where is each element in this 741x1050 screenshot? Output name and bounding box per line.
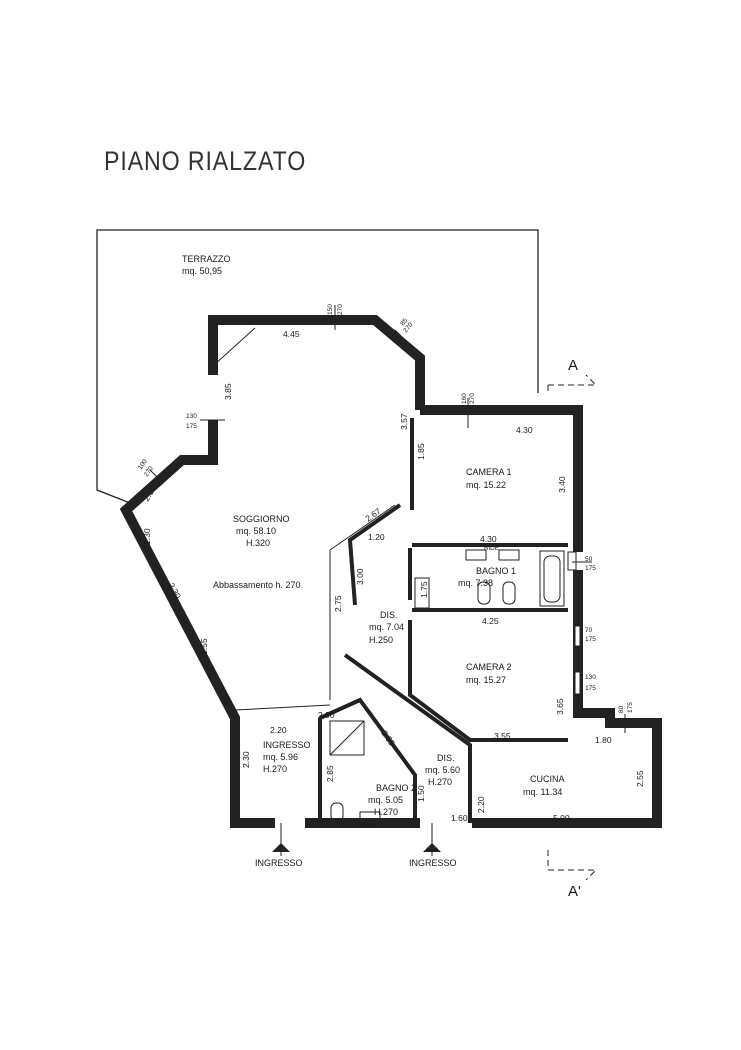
section-label-top: A — [568, 357, 578, 374]
room-bagno2-height: H.270 — [374, 807, 398, 817]
room-bagno1-area: mq. 7.38 — [458, 578, 493, 588]
room-cucina-area: mq. 11.34 — [523, 787, 562, 797]
dim-label: 3.55 — [494, 731, 511, 741]
svg-text:150: 150 — [327, 304, 334, 315]
svg-text:80: 80 — [618, 705, 625, 713]
svg-text:85: 85 — [399, 317, 409, 327]
room-soggiorno-name: SOGGIORNO — [233, 514, 290, 524]
svg-text:270: 270 — [469, 393, 476, 404]
dim-label: 4.30 — [516, 425, 533, 435]
bidet-icon — [477, 581, 491, 605]
exterior-walls — [119, 315, 662, 828]
dim-label: 4.30 — [480, 534, 497, 544]
dim-label: 1.75 — [419, 581, 429, 598]
dim-label: 1.20 — [368, 532, 385, 542]
svg-text:160: 160 — [461, 393, 468, 404]
room-ingresso-area: mq. 5.96 — [263, 752, 298, 762]
room-bagno2-area: mq. 5.05 — [368, 795, 403, 805]
dim-label: 1.80 — [595, 735, 612, 745]
sink-2-icon — [359, 811, 381, 821]
interior-walls — [318, 418, 568, 823]
room-bagno2-name: BAGNO 2 — [376, 783, 416, 793]
dim-label: 2.90 — [318, 710, 335, 720]
dim-label: 2.20 — [270, 725, 287, 735]
svg-text:175: 175 — [585, 565, 596, 572]
svg-text:50: 50 — [585, 556, 593, 563]
room-bagno1-name: BAGNO 1 — [476, 566, 516, 576]
section-line — [547, 374, 598, 881]
room-dis2-name: DIS. — [437, 753, 455, 763]
svg-text:130: 130 — [585, 674, 596, 681]
room-soggiorno-area: mq. 58.10 — [236, 526, 276, 536]
dim-label: 1.60 — [451, 813, 468, 823]
room-ingresso-height: H.270 — [263, 764, 287, 774]
room-terrazzo-area: mq. 50,95 — [182, 266, 222, 276]
toilet-icon — [502, 581, 516, 605]
dim-label: 2.75 — [333, 595, 343, 612]
bidet-label: BIDE' — [484, 545, 500, 552]
entrance-left-label: INGRESSO — [255, 858, 303, 868]
room-terrazzo-name: TERRAZZO — [182, 254, 231, 264]
opening-codes: 150 270 85 270 130 175 100 270 160 270 5… — [137, 304, 634, 733]
dim-label: 3.00 — [355, 568, 365, 585]
svg-text:175: 175 — [585, 636, 596, 643]
svg-text:175: 175 — [585, 685, 596, 692]
dim-label: 1.30 — [142, 528, 152, 545]
dim-label: 4.25 — [482, 616, 499, 626]
svg-text:130: 130 — [186, 413, 197, 420]
shower-icon — [414, 577, 430, 609]
room-camera1-name: CAMERA 1 — [466, 467, 512, 477]
dim-label: 3.57 — [399, 413, 409, 430]
section-label-bottom: A' — [568, 883, 581, 900]
room-dis1-name: DIS. — [380, 610, 398, 620]
room-ingresso-name: INGRESSO — [263, 740, 311, 750]
shower-tray-icon — [329, 720, 365, 756]
toilet-2-icon — [330, 802, 344, 822]
fixtures — [329, 549, 565, 822]
room-cucina-name: CUCINA — [530, 774, 565, 784]
bathtub-icon — [539, 550, 565, 607]
dim-label: 1.85 — [416, 443, 426, 460]
dim-label: 5.00 — [553, 813, 570, 823]
svg-text:70: 70 — [585, 627, 593, 634]
ceiling-drop-label: Abbassamento h. 270 — [213, 580, 301, 590]
terrace-outline — [96, 229, 539, 504]
room-dis2-height: H.270 — [428, 777, 452, 787]
bidet-label-2: BIDE' — [361, 822, 377, 829]
entrance-right-label: INGRESSO — [409, 858, 457, 868]
room-dis1-area: mq. 7.04 — [369, 622, 404, 632]
dim-label: 4.45 — [283, 329, 300, 339]
entrance-arrow-right-icon — [423, 823, 441, 856]
svg-text:175: 175 — [186, 423, 197, 430]
room-camera1-area: mq. 15.22 — [466, 480, 506, 490]
dim-label: 2.20 — [476, 796, 486, 813]
room-camera2-name: CAMERA 2 — [466, 662, 512, 672]
dim-label: 1.55 — [199, 638, 209, 655]
sink-icon — [465, 549, 487, 561]
dim-label: 3.65 — [555, 698, 565, 715]
page-title: PIANO RIALZATO — [104, 146, 307, 176]
dim-label: 2.85 — [325, 765, 335, 782]
svg-text:270: 270 — [337, 304, 344, 315]
window-bagno1 — [567, 551, 577, 571]
room-camera2-area: mq. 15.27 — [466, 675, 506, 685]
dim-label: 2.55 — [635, 770, 645, 787]
dim-label: 3.85 — [223, 383, 233, 400]
dim-label: 3.40 — [557, 476, 567, 493]
dim-label: 2.30 — [241, 751, 251, 768]
dim-label: 1.50 — [416, 785, 426, 802]
room-dis1-height: H.250 — [369, 635, 393, 645]
entrance-arrow-left-icon — [272, 823, 290, 856]
room-soggiorno-height: H.320 — [246, 538, 270, 548]
room-dis2-area: mq. 5.60 — [425, 765, 460, 775]
svg-text:175: 175 — [627, 702, 634, 713]
